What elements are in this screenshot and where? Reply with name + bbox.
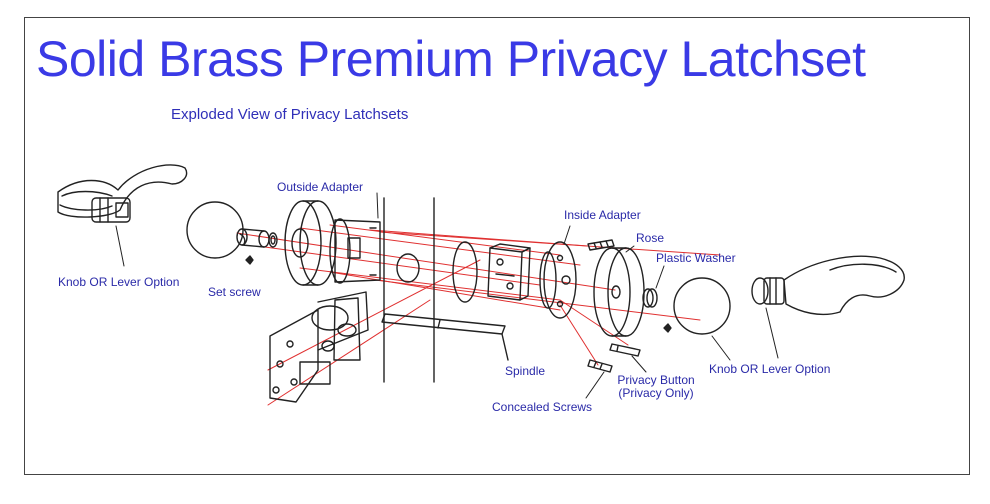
door-bore-hole <box>396 253 420 283</box>
privacy-button-leader <box>631 355 647 373</box>
plastic-washer <box>642 288 658 308</box>
concealed-screw-bottom <box>587 359 613 373</box>
outside-adapter-leader <box>376 192 379 219</box>
knob-shaft <box>239 233 246 245</box>
inside-adapter-block <box>487 243 531 301</box>
label-plastic-washer: Plastic Washer <box>656 251 736 265</box>
diagram-frame <box>24 17 970 475</box>
inside-adapter <box>539 241 577 319</box>
label-inside-adapter: Inside Adapter <box>564 208 641 222</box>
outside-rose <box>284 200 337 286</box>
label-privacy-button-line1: Privacy Button <box>617 373 695 387</box>
right-knob-leader <box>711 335 731 361</box>
privacy-button-part <box>609 343 641 357</box>
left-lever-leader <box>115 225 125 267</box>
outside-adapter-sleeve <box>236 228 278 248</box>
label-concealed-screws: Concealed Screws <box>492 400 593 414</box>
left-lever-handle <box>57 164 188 223</box>
plastic-washer-leader <box>655 265 665 289</box>
label-rose: Rose <box>636 231 665 245</box>
rose-leader <box>625 245 635 253</box>
label-outside-adapter: Outside Adapter <box>277 180 364 194</box>
spindle-bar <box>381 313 509 361</box>
concealed-screws-leader <box>585 371 605 399</box>
label-set-screw: Set screw <box>208 285 261 299</box>
page-title: Solid Brass Premium Privacy Latchset <box>36 31 866 87</box>
right-lever-handle <box>751 255 905 316</box>
right-knob <box>673 277 731 335</box>
label-knob-or-lever-left: Knob OR Lever Option <box>58 275 180 289</box>
concealed-screw-top <box>587 239 615 251</box>
right-lever-leader <box>765 307 779 359</box>
inside-bore-ring <box>452 241 478 303</box>
set-screw-right <box>663 323 672 333</box>
outside-adapter <box>329 218 381 284</box>
set-screw-left <box>245 255 254 265</box>
diagram-subtitle: Exploded View of Privacy Latchsets <box>171 106 409 123</box>
left-knob <box>186 201 244 259</box>
label-privacy-button-line2: (Privacy Only) <box>618 386 694 400</box>
label-privacy-button: Privacy Button (Privacy Only) <box>614 374 698 400</box>
label-spindle: Spindle <box>505 364 546 378</box>
label-knob-or-lever-right: Knob OR Lever Option <box>709 362 831 376</box>
inside-rose <box>593 247 645 337</box>
inside-adapter-leader <box>563 225 571 245</box>
latch-assembly <box>269 291 369 403</box>
